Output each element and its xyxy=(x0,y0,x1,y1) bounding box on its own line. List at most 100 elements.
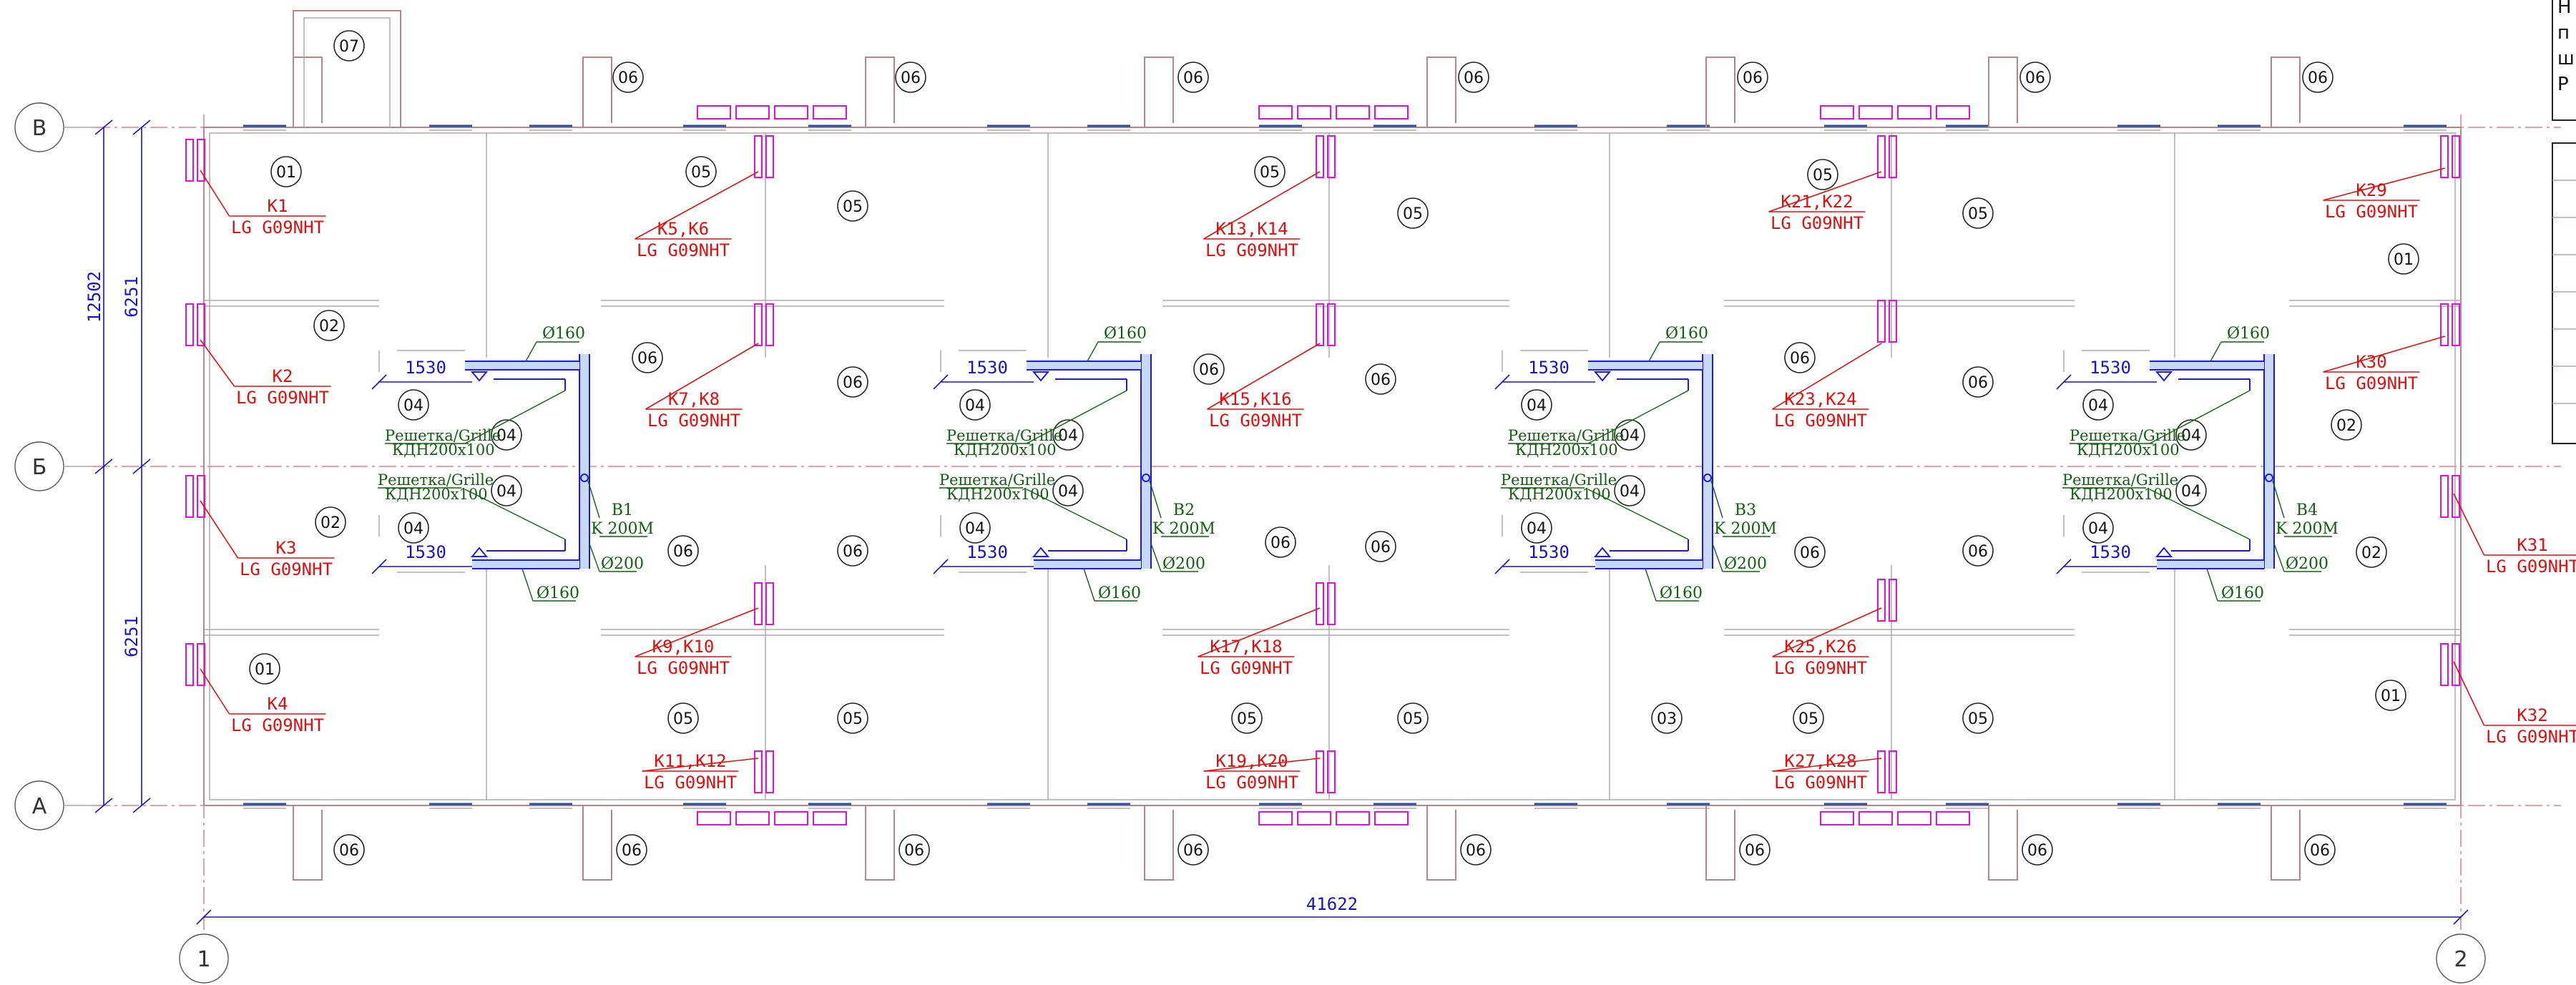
room-tag-circle xyxy=(2331,409,2362,441)
unit-leader xyxy=(200,500,239,559)
grille-size: КДН200х100 xyxy=(2070,486,2173,503)
balcony-wall-top xyxy=(2271,57,2301,127)
unit-model: LG G09NHT xyxy=(647,411,740,431)
room-tag-number: 05 xyxy=(673,710,693,728)
room-tag-number: 06 xyxy=(1745,842,1765,860)
unit-code-k7-k8: K7,K8 xyxy=(668,389,720,409)
diffuser-icon xyxy=(1032,547,1050,557)
diffuser-icon xyxy=(1032,371,1050,382)
room-tag-circle xyxy=(1962,197,1994,229)
room-tag-number: 06 xyxy=(1183,69,1203,87)
room-tag-number: 06 xyxy=(2025,69,2045,87)
indoor-unit xyxy=(1327,135,1336,178)
outdoor-unit xyxy=(735,811,770,825)
vent-duct-bottom-fill xyxy=(2157,560,2264,569)
dim-tick xyxy=(132,459,151,474)
room-tag-circle xyxy=(333,834,365,866)
duct-diameter-200: Ø200 xyxy=(601,555,644,573)
grille-label: Решетка/Grille xyxy=(2062,471,2178,489)
dim-tick xyxy=(94,119,113,135)
grille-leader xyxy=(1587,390,1689,444)
unit-leader xyxy=(200,668,230,715)
fan-icon xyxy=(580,474,589,482)
vent-dim-1530-text: 1530 xyxy=(1528,358,1569,378)
dim-tick xyxy=(933,559,949,574)
unit-model: LG G09NHT xyxy=(1774,773,1867,793)
vent-duct-top-fill xyxy=(465,361,579,370)
outdoor-unit xyxy=(1858,105,1893,119)
room-tag-number: 02 xyxy=(320,514,341,532)
room-tag-number: 05 xyxy=(843,710,863,728)
dim-tick xyxy=(1494,559,1510,574)
balcony-wall-bottom xyxy=(293,805,323,881)
room-tag-number: 04 xyxy=(1527,520,1547,538)
indoor-unit xyxy=(765,750,774,793)
room-tag-circle xyxy=(1254,156,1285,187)
grille-label: Решетка/Grille xyxy=(939,471,1055,489)
indoor-unit xyxy=(765,135,774,178)
room-tag-number: 06 xyxy=(1790,350,1810,368)
vent-duct-top-fill xyxy=(1588,361,1703,370)
indoor-unit xyxy=(1877,300,1886,343)
balcony-wall-top xyxy=(1988,57,2018,127)
fan-icon xyxy=(2265,474,2273,482)
room-tag-number: 06 xyxy=(843,543,863,561)
unit-leader xyxy=(1207,343,1321,410)
diffuser-icon xyxy=(470,371,489,382)
room-tag-circle xyxy=(1962,535,1994,567)
room-tag-number: 05 xyxy=(1813,167,1833,185)
unit-code-k2: K2 xyxy=(273,366,293,386)
room-tag-number: 04 xyxy=(2181,427,2201,445)
grille-label: Решетка/Grille xyxy=(1508,427,1624,444)
dim-tick xyxy=(94,459,113,474)
unit-model: LG G09NHT xyxy=(2325,373,2418,393)
indoor-unit xyxy=(2452,475,2460,518)
vent-riser-fill xyxy=(579,354,589,569)
room-tag-circle xyxy=(1458,62,1489,93)
balcony-wall-bottom xyxy=(1144,805,1174,881)
room-tag-number: 05 xyxy=(1403,710,1423,728)
room-tag-number: 06 xyxy=(843,374,863,392)
outdoor-unit xyxy=(697,105,731,119)
room-tag-number: 01 xyxy=(276,164,296,182)
vent-riser-fill xyxy=(1141,354,1151,569)
room-tag-circle xyxy=(270,156,302,187)
indoor-unit xyxy=(1889,135,1897,178)
duct-diameter-200: Ø200 xyxy=(1162,555,1205,573)
indoor-unit xyxy=(1877,579,1886,622)
outdoor-unit xyxy=(774,811,808,825)
room-tag-number: 02 xyxy=(2361,544,2381,562)
indoor-unit xyxy=(754,750,763,793)
fan-leader xyxy=(2272,480,2285,519)
fan-code: B3 xyxy=(1735,501,1756,519)
unit-model: LG G09NHT xyxy=(231,715,324,735)
unit-leader xyxy=(1772,607,1882,657)
room-tag-number: 04 xyxy=(403,520,423,538)
dia-leader xyxy=(2210,341,2222,362)
grille-leader xyxy=(2149,390,2251,444)
room-tag-circle xyxy=(1397,197,1429,229)
outdoor-unit xyxy=(735,105,770,119)
outdoor-unit xyxy=(813,811,847,825)
grille-label: Решетка/Grille xyxy=(385,427,501,444)
room-tag-number: 04 xyxy=(2088,397,2108,415)
outdoor-unit xyxy=(1897,105,1931,119)
unit-model: LG G09NHT xyxy=(1205,773,1298,793)
dia-leader xyxy=(1087,341,1099,362)
outdoor-unit xyxy=(1820,105,1854,119)
indoor-unit xyxy=(197,475,205,518)
room-tag-number: 04 xyxy=(1620,483,1640,501)
outdoor-unit xyxy=(1258,811,1293,825)
room-tag-circle xyxy=(895,62,926,93)
grille-label: Решетка/Grille xyxy=(2070,427,2185,444)
dia-leader xyxy=(521,568,534,602)
diffuser-icon xyxy=(470,547,489,557)
room-tag-circle xyxy=(2082,512,2114,544)
indoor-unit xyxy=(754,303,763,346)
room-tag-circle xyxy=(249,653,280,685)
room-tag-circle xyxy=(1794,536,1826,568)
dim-tick xyxy=(371,374,387,390)
unit-model: LG G09NHT xyxy=(637,240,730,260)
dim-half-b: 6251 xyxy=(122,616,142,657)
room-tag-number: 01 xyxy=(2381,687,2401,705)
